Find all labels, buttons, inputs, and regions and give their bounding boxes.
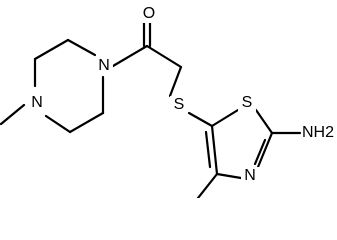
bond-c5-s1 (210, 108, 240, 128)
thioether-sulfur-label: S (174, 96, 185, 113)
bond-piperazine-2 (33, 38, 70, 61)
amine-label: NH2 (302, 124, 334, 141)
bond-carbonyl-methylene (145, 44, 183, 69)
bond-piperazine-1 (66, 38, 97, 57)
bond-piperazine-5 (68, 111, 105, 134)
bond-c4-c5 (210, 124, 219, 176)
oxygen-label: O (143, 5, 155, 22)
bond-sulfur-c5 (187, 111, 214, 128)
bond-piperazine-4 (44, 114, 72, 134)
thiazole-nitrogen-label: N (244, 167, 256, 184)
bond-n3-c4 (215, 172, 243, 180)
oxygen-label-bg (140, 5, 158, 23)
structure-canvas: O N N S S N NH2 (0, 5, 336, 198)
piperazine-n1-label: N (98, 57, 110, 74)
piperazine-n4-bg (28, 94, 46, 112)
ring-sulfur-bg (238, 94, 256, 112)
bond-methylene-sulfur (168, 65, 183, 98)
piperazine-n4-label: N (31, 94, 43, 111)
ring-sulfur-label: S (242, 94, 253, 111)
piperazine-n1-bg (95, 57, 113, 75)
bond-c2-n3 (256, 131, 274, 169)
bond-c2-n3-inner (253, 138, 267, 166)
amine-label-bg (301, 124, 336, 142)
bond-s1-c2 (254, 108, 274, 135)
atom-labels: O N N S S N NH2 (28, 5, 336, 185)
bond-c4-methyl (196, 172, 219, 198)
bond-n-methyl (0, 103, 26, 126)
bond-c4-c5-inner (204, 130, 212, 169)
molecule-diagram: O N N S S N NH2 (0, 5, 336, 198)
bond-carbonyl-nitrogen (111, 44, 149, 68)
bonds (0, 18, 302, 198)
thiazole-nitrogen-bg (241, 167, 259, 185)
thioether-sulfur-bg (170, 96, 188, 114)
